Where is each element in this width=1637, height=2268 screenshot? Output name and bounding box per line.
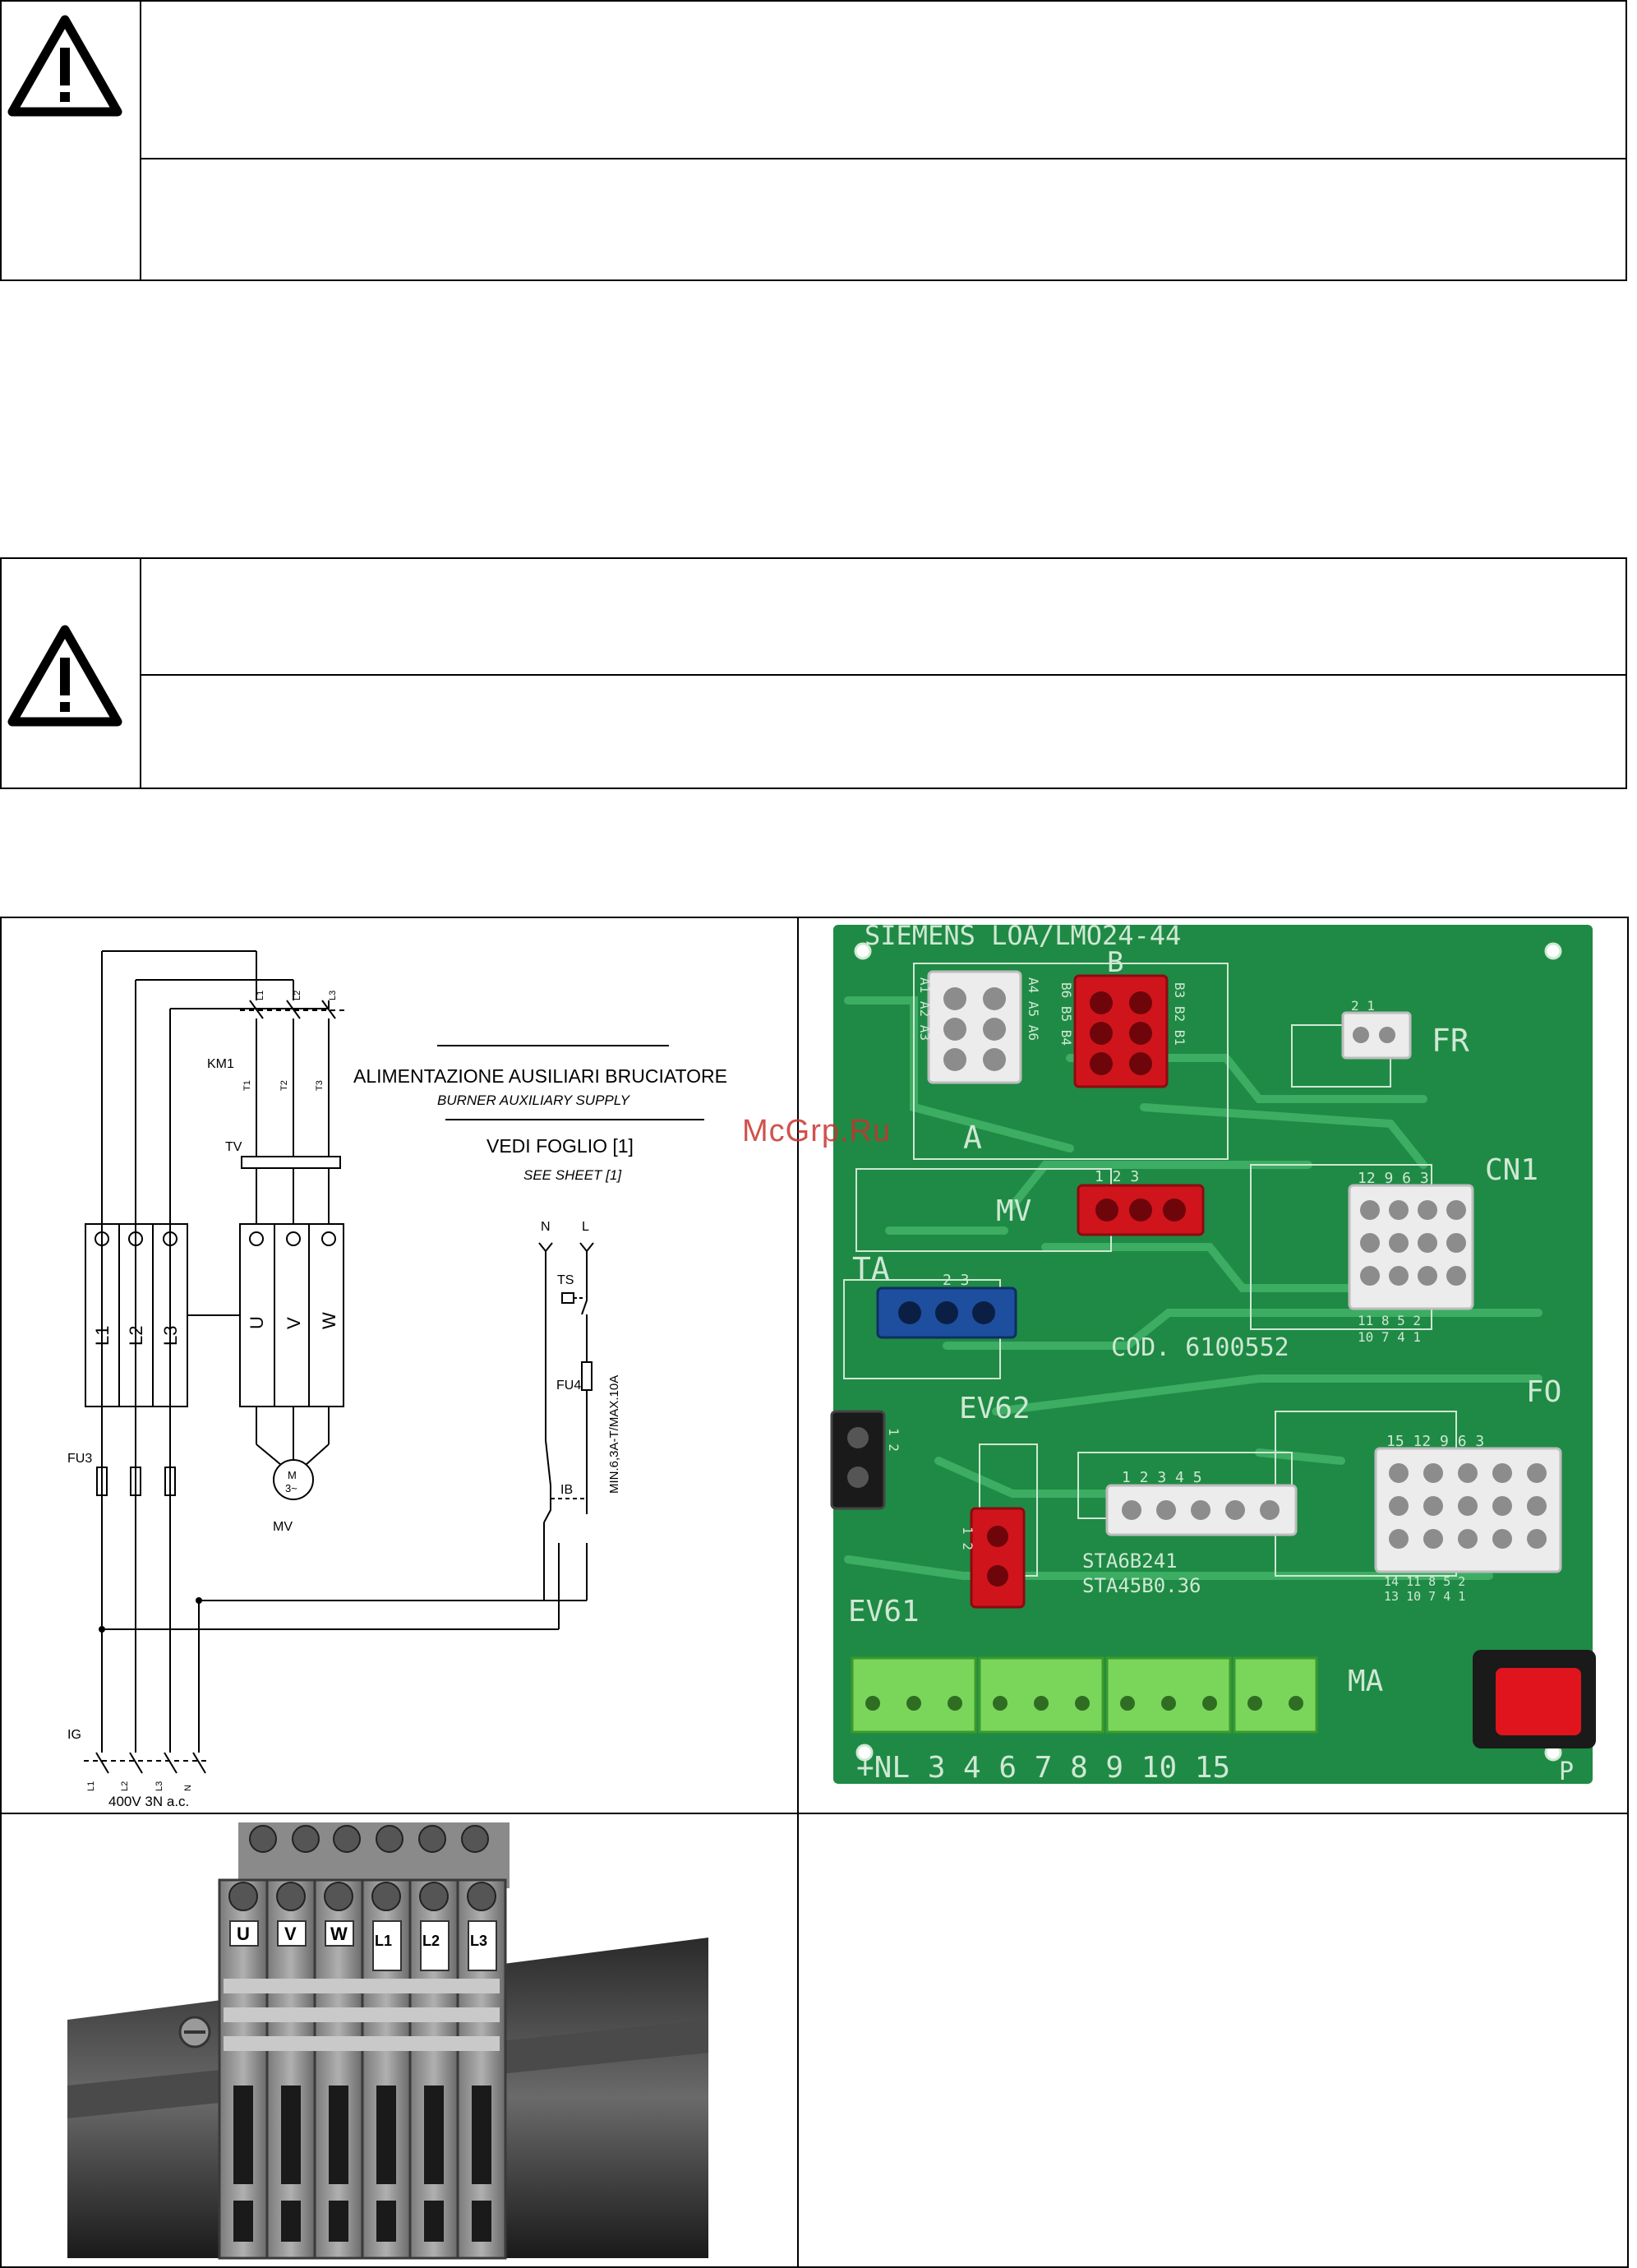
label-tv: TV xyxy=(225,1140,242,1154)
pcb-label-ta: TA xyxy=(852,1251,890,1287)
terminal-tag-l1: L1 xyxy=(375,1933,392,1949)
grid-horizontal-divider xyxy=(2,1813,1627,1814)
terminal-tag-l3: L3 xyxy=(470,1933,487,1949)
pcb-pins-fo-bot1: 14 11 8 5 2 xyxy=(1384,1574,1465,1589)
warning-box-1 xyxy=(0,0,1627,281)
schematic-title-it: ALIMENTAZIONE AUSILIARI BRUCIATORE xyxy=(353,1065,727,1087)
label-fu4: FU4 xyxy=(556,1379,581,1393)
warning-triangle-icon xyxy=(7,15,122,117)
terminal-block-cell: U V W L1 L2 L3 xyxy=(2,1814,797,2268)
label-supply: 400V 3N a.c. xyxy=(108,1794,189,1809)
terminal-label-l2: L2 xyxy=(126,1326,146,1346)
pcb-pins-fo-bot2: 13 10 7 4 1 xyxy=(1384,1589,1465,1604)
warning-icon-cell xyxy=(2,559,141,788)
label-fu4-rating: MIN.6,3A-T/MAX.10A xyxy=(607,1375,621,1494)
contact-label-l2: L2 xyxy=(293,991,302,1000)
pcb-pins-cn1-bot2: 10 7 4 1 xyxy=(1358,1329,1421,1345)
pcb-pins-ev61: 1 2 xyxy=(960,1527,975,1550)
grid-vertical-divider xyxy=(797,918,799,2266)
pcb-pins-ev62: 1 2 xyxy=(886,1428,902,1452)
label-ib: IB xyxy=(560,1483,573,1497)
pcb-label-p: P xyxy=(1559,1758,1574,1786)
pcb-label-ma: MA xyxy=(1348,1665,1384,1698)
label-km1: KM1 xyxy=(207,1057,234,1071)
pcb-label-b: B xyxy=(1107,946,1123,979)
pcb-label-mv: MV xyxy=(996,1194,1031,1228)
schematic-sheet-it: VEDI FOGLIO [1] xyxy=(486,1135,634,1157)
schematic-sheet-en: SEE SHEET [1] xyxy=(523,1167,622,1183)
schematic-cell: KM1 TV ALIMENTAZIONE AUSILIARI BRUCIATOR… xyxy=(2,918,797,1813)
pcb-title: SIEMENS LOA/LMO24-44 xyxy=(865,920,1181,951)
pcb-label-fo: FO xyxy=(1526,1375,1561,1409)
terminal-tag-w: W xyxy=(330,1924,348,1944)
label-motor: M xyxy=(288,1469,297,1481)
label-ig: IG xyxy=(67,1728,81,1742)
pcb-terminal-row-labels: +NL 3 4 6 7 8 9 10 15 xyxy=(856,1751,1230,1785)
pcb-label-cn1: CN1 xyxy=(1485,1153,1538,1187)
pcb-pins-a-right: A4 A5 A6 xyxy=(1026,977,1041,1041)
isolator-label-l3: L3 xyxy=(154,1781,164,1791)
terminal-label-u: U xyxy=(247,1316,267,1329)
pcb-pins-fo-top: 15 12 9 6 3 xyxy=(1386,1433,1484,1450)
pcb-label-ev62: EV62 xyxy=(959,1392,1031,1425)
pcb-pins-ta: 2 3 xyxy=(943,1272,970,1289)
pcb-pins-fr: 2 1 xyxy=(1351,998,1375,1014)
label-l: L xyxy=(582,1220,589,1234)
isolator-label-l1: L1 xyxy=(86,1781,96,1791)
terminal-tag-u: U xyxy=(237,1924,250,1944)
warning-triangle-icon xyxy=(7,625,122,727)
contact-label-t3: T3 xyxy=(315,1080,325,1091)
pcb-pins-a-left: A1 A2 A3 xyxy=(917,977,933,1041)
contact-label-t2: T2 xyxy=(279,1080,289,1091)
terminal-label-l1: L1 xyxy=(92,1326,113,1346)
contact-label-l1: L1 xyxy=(256,991,265,1000)
pcb-pins-b-right: B3 B2 B1 xyxy=(1172,982,1187,1046)
pcb-label-sta1: STA6B241 xyxy=(1082,1550,1178,1573)
pcb-pins-sta: 1 2 3 4 5 xyxy=(1122,1469,1202,1486)
pcb-pins-cn1-top: 12 9 6 3 xyxy=(1358,1170,1429,1187)
pcb-label-sta2: STA45B0.36 xyxy=(1082,1574,1201,1597)
label-mv: MV xyxy=(273,1520,293,1534)
label-ts: TS xyxy=(557,1273,574,1287)
pcb-label-fr: FR xyxy=(1432,1023,1469,1059)
terminal-tag-v: V xyxy=(284,1924,297,1944)
pcb-pins-cn1-bot1: 11 8 5 2 xyxy=(1358,1313,1421,1328)
pcb-pins-mv: 1 2 3 xyxy=(1095,1168,1139,1185)
isolator-label-n: N xyxy=(183,1785,193,1791)
wiring-schematic: KM1 TV ALIMENTAZIONE AUSILIARI BRUCIATOR… xyxy=(67,950,727,1809)
label-n: N xyxy=(541,1220,551,1234)
pcb-code: COD. 6100552 xyxy=(1111,1333,1289,1362)
terminal-label-w: W xyxy=(319,1312,339,1329)
contact-label-t1: T1 xyxy=(242,1080,252,1091)
warning-box-2 xyxy=(0,557,1627,789)
pcb-cell: SIEMENS LOA/LMO24-44 COD. 6100552 A B FR… xyxy=(799,918,1627,1813)
pcb-label-a: A xyxy=(963,1120,982,1156)
pcb-pins-b-left: B6 B5 B4 xyxy=(1058,982,1074,1046)
schematic-title-en: BURNER AUXILIARY SUPPLY xyxy=(437,1092,631,1108)
label-fu3: FU3 xyxy=(67,1452,92,1466)
warning-row-divider xyxy=(140,158,1625,159)
empty-cell xyxy=(799,1814,1627,2268)
pcb-label-ev61: EV61 xyxy=(848,1595,920,1628)
isolator-label-l2: L2 xyxy=(120,1781,130,1791)
contact-label-l3: L3 xyxy=(328,991,338,1000)
terminal-label-v: V xyxy=(284,1317,304,1329)
warning-row-divider xyxy=(140,674,1625,676)
terminal-label-l3: L3 xyxy=(160,1326,181,1346)
pcb-board: SIEMENS LOA/LMO24-44 COD. 6100552 A B FR… xyxy=(830,920,1596,1786)
watermark-text: McGrp.Ru xyxy=(742,1114,892,1148)
warning-icon-cell xyxy=(2,2,141,279)
figure-grid: KM1 TV ALIMENTAZIONE AUSILIARI BRUCIATOR… xyxy=(0,917,1629,2268)
label-motor-phase: 3~ xyxy=(285,1482,297,1494)
terminal-block-photo: U V W L1 L2 L3 xyxy=(67,1822,708,2260)
terminal-tag-l2: L2 xyxy=(422,1933,440,1949)
